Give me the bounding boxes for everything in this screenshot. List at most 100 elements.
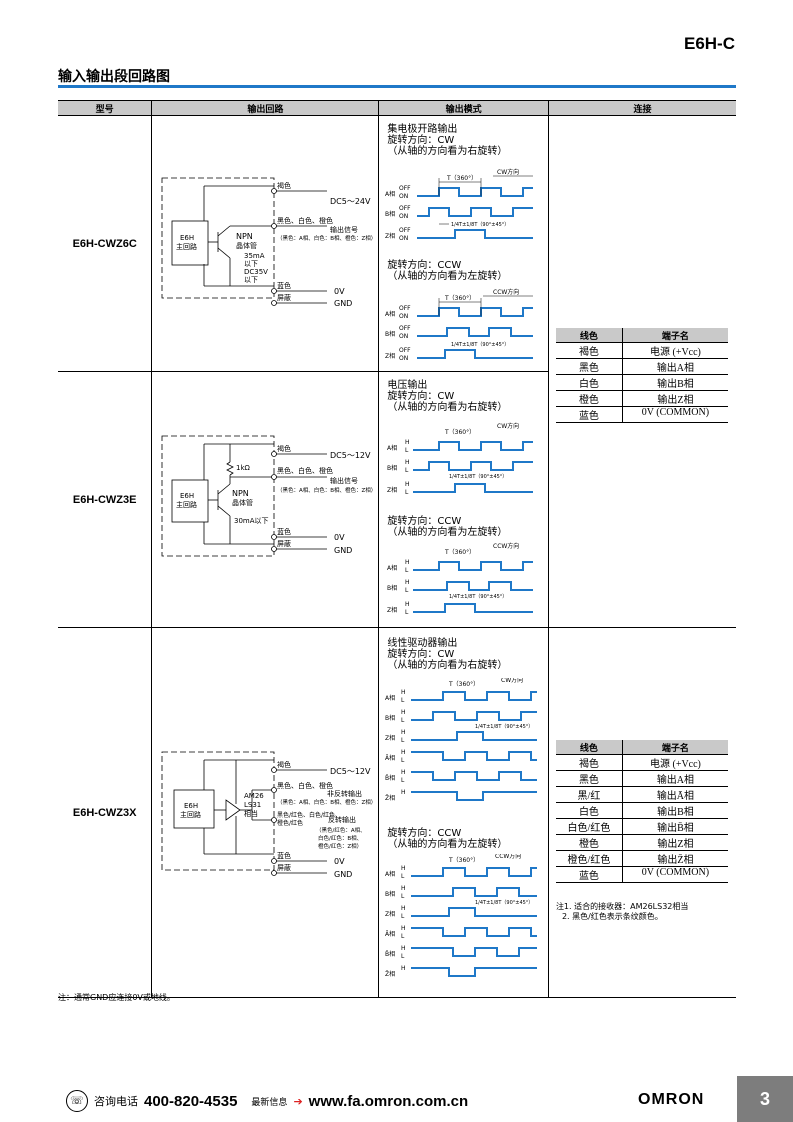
svg-text:输出信号: 输出信号 <box>330 476 358 485</box>
section-title: 输入输出段回路图 <box>58 69 170 85</box>
mode-ccw-text: 旋转方向：CCW （从轴的方向看为左旋转） <box>387 260 508 282</box>
svg-text:CW方向: CW方向 <box>497 422 519 430</box>
svg-text:B̄相: B̄相 <box>385 774 395 782</box>
svg-text:T（360°）: T（360°） <box>444 429 475 436</box>
mode-cw-text: 线性驱动器输出 旋转方向：CW （从轴的方向看为右旋转） <box>387 638 508 671</box>
svg-text:ON: ON <box>399 355 408 362</box>
svg-text:E6H: E6H <box>184 802 198 810</box>
svg-text:Z相: Z相 <box>385 910 395 918</box>
svg-text:DC5～12V: DC5～12V <box>330 451 371 460</box>
phone-label: 咨询电话 <box>94 1095 138 1108</box>
svg-text:0V: 0V <box>334 533 345 542</box>
svg-text:Z相: Z相 <box>385 734 395 742</box>
svg-text:OFF: OFF <box>399 305 411 312</box>
svg-text:1/4T±1/8T（90°±45°）: 1/4T±1/8T（90°±45°） <box>449 594 507 600</box>
svg-text:非反转输出: 非反转输出 <box>327 789 362 798</box>
website-link[interactable]: www.fa.omron.com.cn <box>308 1092 469 1110</box>
svg-text:屏蔽: 屏蔽 <box>277 293 291 302</box>
svg-text:A相: A相 <box>385 694 395 702</box>
svg-text:CW方向: CW方向 <box>501 678 523 684</box>
table-header-row: 型号 输出回路 输出模式 连接 <box>58 100 736 116</box>
svg-text:L: L <box>405 609 409 616</box>
svg-text:褐色: 褐色 <box>277 181 291 190</box>
svg-text:输出信号: 输出信号 <box>330 225 358 234</box>
svg-text:A相: A相 <box>387 444 397 452</box>
svg-text:A相: A相 <box>387 564 397 572</box>
model-name: E6H-CWZ6C <box>58 115 152 372</box>
table-row: 橙色输出Z相 <box>555 834 728 851</box>
svg-text:1/4T±1/8T（90°±45°）: 1/4T±1/8T（90°±45°） <box>451 222 509 228</box>
table-row: 黑/红输出Ā相 <box>555 786 728 803</box>
connection-table-a: 线色端子名 褐色电源 (+Vcc) 黑色输出A相 白色输出B相 橙色输出Z相 蓝… <box>555 328 728 423</box>
svg-text:晶体管: 晶体管 <box>236 241 257 250</box>
svg-text:OFF: OFF <box>399 227 411 234</box>
svg-text:1/4T±1/8T（90°±45°）: 1/4T±1/8T（90°±45°） <box>449 474 507 480</box>
svg-text:主回路: 主回路 <box>176 500 197 509</box>
svg-text:NPN: NPN <box>236 232 253 241</box>
svg-text:L: L <box>405 467 409 474</box>
svg-text:B相: B相 <box>385 890 395 898</box>
svg-text:L: L <box>401 933 405 940</box>
svg-text:L: L <box>401 893 405 900</box>
svg-text:H: H <box>405 559 410 566</box>
svg-text:主回路: 主回路 <box>176 242 197 251</box>
svg-text:（黑色：A相、白色：B相、橙色：Z相）: （黑色：A相、白色：B相、橙色：Z相） <box>277 234 376 242</box>
svg-text:H: H <box>405 481 410 488</box>
svg-text:反转输出: 反转输出 <box>328 815 356 824</box>
svg-text:H: H <box>401 709 406 716</box>
table-row: 褐色电源 (+Vcc) <box>555 342 728 359</box>
svg-text:褐色: 褐色 <box>277 444 291 453</box>
svg-text:L: L <box>401 913 405 920</box>
svg-text:L: L <box>401 953 405 960</box>
omron-logo: OMRON <box>638 1091 705 1108</box>
svg-text:LS31: LS31 <box>244 801 261 809</box>
output-circuit: 褐色 DC5～24V 黑色、白色、橙色 输出信号 （黑色：A相、白色：B相、橙色… <box>151 115 379 372</box>
svg-text:黑色、白色、橙色: 黑色、白色、橙色 <box>277 216 333 225</box>
svg-text:T（360°）: T（360°） <box>448 857 479 864</box>
svg-text:L: L <box>405 567 409 574</box>
svg-text:黑色、白色、橙色: 黑色、白色、橙色 <box>277 466 333 475</box>
svg-text:1/4T±1/8T（90°±45°）: 1/4T±1/8T（90°±45°） <box>475 724 533 730</box>
svg-text:H: H <box>401 885 406 892</box>
svg-text:GND: GND <box>334 299 352 308</box>
svg-text:A相: A相 <box>385 190 395 198</box>
mode-cw-text: 电压输出 旋转方向：CW （从轴的方向看为右旋转） <box>387 380 508 413</box>
col-mode: 输出模式 <box>378 100 549 116</box>
connection-cell: 线色端子名 褐色电源 (+Vcc) 黑色输出A相 白色输出B相 橙色输出Z相 蓝… <box>547 115 736 628</box>
connection-table-b: 线色端子名 褐色电源 (+Vcc) 黑色输出A相 黑/红输出Ā相 白色输出B相 … <box>555 740 728 883</box>
model-code: E6H-C <box>683 34 735 53</box>
page-number: 3 <box>737 1076 793 1122</box>
table-row: 白色/红色输出B̄相 <box>555 818 728 835</box>
svg-text:Z相: Z相 <box>387 486 397 494</box>
svg-text:H: H <box>401 769 406 776</box>
svg-text:L: L <box>401 777 405 784</box>
svg-text:Z相: Z相 <box>387 606 397 614</box>
table-row: 黑色输出A相 <box>555 770 728 787</box>
svg-text:H: H <box>401 865 406 872</box>
svg-text:A相: A相 <box>385 310 395 318</box>
svg-text:E6H: E6H <box>180 492 194 500</box>
col-circuit: 输出回路 <box>151 100 379 116</box>
svg-text:CW方向: CW方向 <box>497 168 519 176</box>
svg-text:GND: GND <box>334 870 352 879</box>
footer-contact: ☏ 咨询电话 400-820-4535 最新信息 ➔ www.fa.omron.… <box>66 1090 468 1112</box>
svg-text:（黑色：A相、白色：B相、橙色：Z相）: （黑色：A相、白色：B相、橙色：Z相） <box>277 798 376 806</box>
mode-cw-text: 集电极开路输出 旋转方向：CW （从轴的方向看为右旋转） <box>387 124 508 157</box>
svg-text:褐色: 褐色 <box>277 760 291 769</box>
svg-text:B相: B相 <box>387 584 397 592</box>
svg-text:（黑色/红色：A相、: （黑色/红色：A相、 <box>316 826 366 834</box>
output-circuit: 褐色 DC5～12V 黑色、白色、橙色 非反转输出 （黑色：A相、白色：B相、橙… <box>151 627 379 998</box>
conn-header-term: 端子名 <box>621 328 728 343</box>
table-row: 白色输出B相 <box>555 802 728 819</box>
model-name: E6H-CWZ3X <box>58 627 152 998</box>
svg-text:L: L <box>405 447 409 454</box>
connection-note-1: 注1. 适合的接收器：AM26LS32相当 <box>555 902 689 911</box>
circuit-diagram-npn-oc: 褐色 DC5～24V 黑色、白色、橙色 输出信号 （黑色：A相、白色：B相、橙色… <box>161 177 377 308</box>
svg-text:ON: ON <box>399 333 408 340</box>
svg-text:1kΩ: 1kΩ <box>236 464 251 472</box>
table-row: E6H-CWZ3E <box>58 371 736 628</box>
svg-text:B̄相: B̄相 <box>385 950 395 958</box>
arrow-icon: ➔ <box>293 1094 303 1108</box>
